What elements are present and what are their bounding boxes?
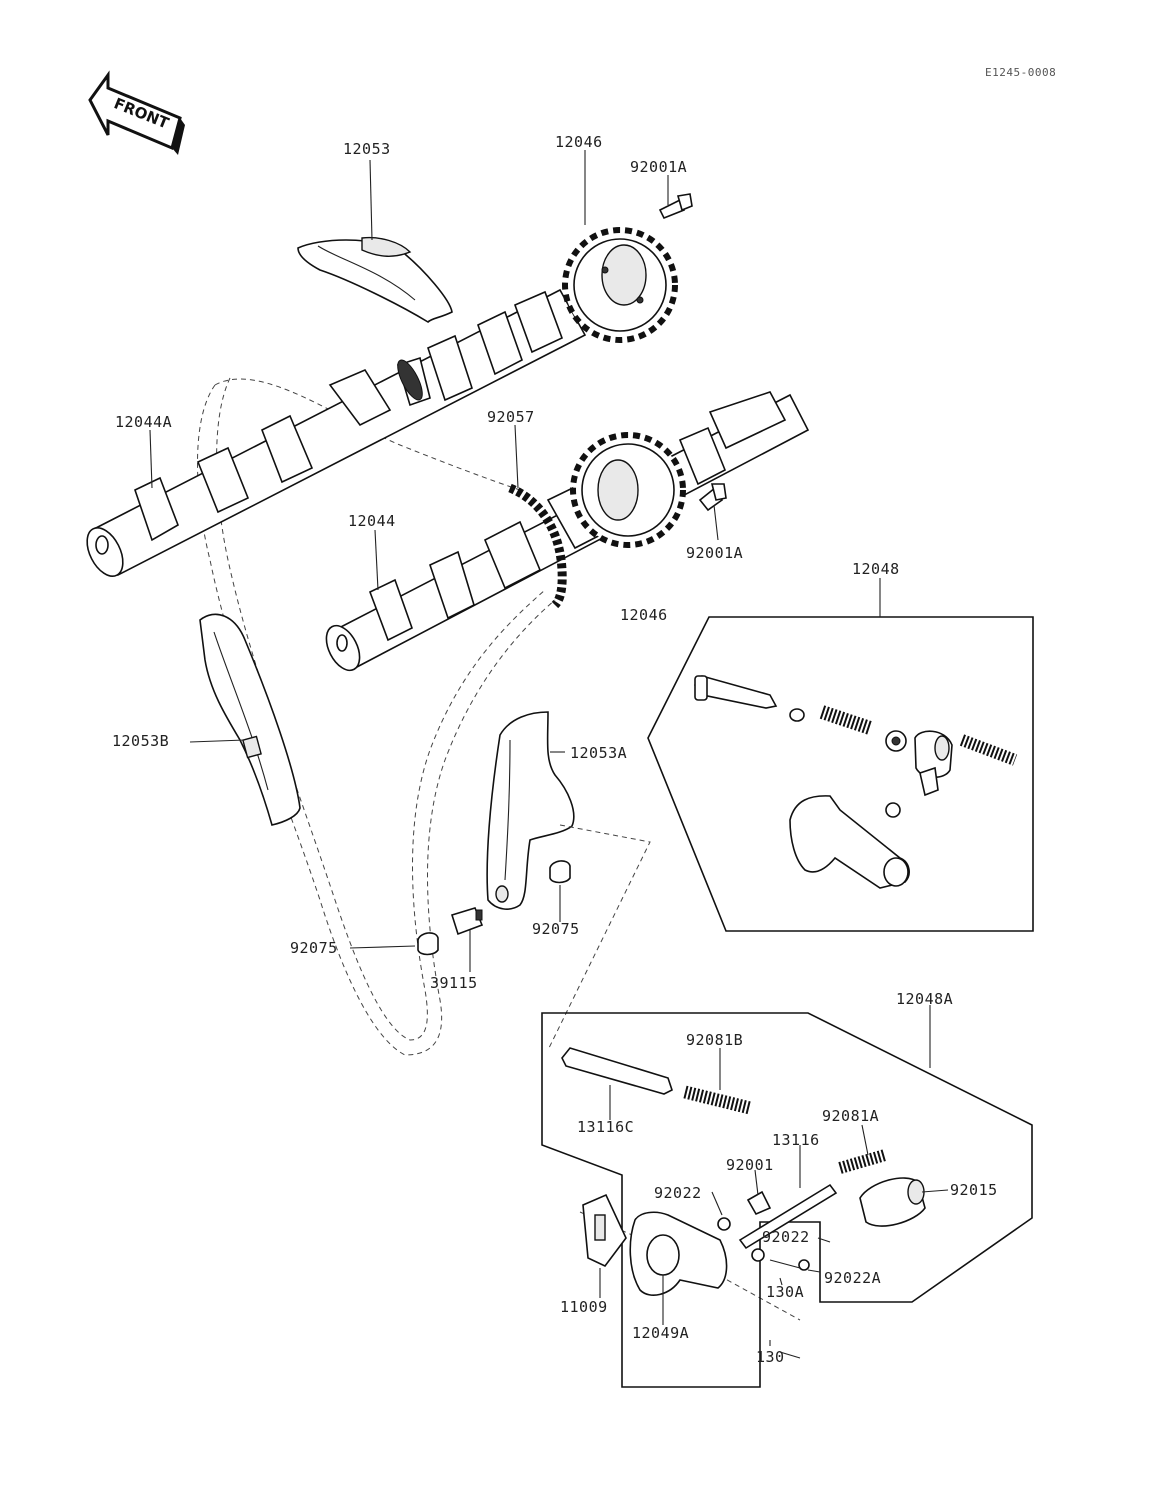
tensioner-assembly-12048-box [647, 616, 1034, 932]
leader-lines [149, 150, 949, 1346]
label-13116C: 13116C [577, 1118, 634, 1136]
label-12053A: 12053A [570, 744, 627, 762]
label-92081B: 92081B [686, 1031, 743, 1049]
diagram-code: E1245-0008 [985, 66, 1056, 79]
bolt-92001A-top [658, 193, 693, 220]
label-92001: 92001 [726, 1156, 774, 1174]
label-11009: 11009 [560, 1298, 608, 1316]
chain-link-92057 [508, 483, 567, 609]
label-12046-mid: 12046 [620, 606, 668, 624]
damper-92075-left [417, 932, 439, 956]
label-92001A-top: 92001A [630, 158, 687, 176]
label-92022-a: 92022 [654, 1184, 702, 1202]
label-12044: 12044 [348, 512, 396, 530]
label-12053: 12053 [343, 140, 391, 158]
label-92075-left: 92075 [290, 939, 338, 957]
cam-sprocket-12046-mid [570, 432, 686, 548]
label-92022A: 92022A [824, 1269, 881, 1287]
label-92015: 92015 [950, 1181, 998, 1199]
timing-chain [197, 377, 556, 1056]
label-92081A: 92081A [822, 1107, 879, 1125]
label-130A: 130A [766, 1283, 804, 1301]
chain-guide-12053A [486, 711, 575, 910]
label-92075-right: 92075 [532, 920, 580, 938]
front-direction-arrow-icon: FRONT [88, 70, 185, 155]
chain-guide-12053 [297, 236, 453, 324]
label-12049A: 12049A [632, 1324, 689, 1342]
pin-39115 [450, 907, 484, 936]
label-92022-b: 92022 [762, 1228, 810, 1246]
bolt-92001A-mid [698, 483, 727, 512]
label-92057: 92057 [487, 408, 535, 426]
damper-92075-right [549, 860, 571, 884]
label-12048: 12048 [852, 560, 900, 578]
chain-guide-12053B [199, 613, 301, 826]
camshaft-12044A [86, 288, 587, 577]
label-12044A: 12044A [115, 413, 172, 431]
label-13116: 13116 [772, 1131, 820, 1149]
label-92001A-mid: 92001A [686, 544, 743, 562]
label-12048A: 12048A [896, 990, 953, 1008]
label-12046-top: 12046 [555, 133, 603, 151]
cam-sprocket-12046-top [562, 227, 678, 343]
label-130: 130 [756, 1348, 785, 1366]
label-39115: 39115 [430, 974, 478, 992]
tensioner-assembly-12048A-box [541, 1012, 1033, 1388]
label-12053B: 12053B [112, 732, 169, 750]
